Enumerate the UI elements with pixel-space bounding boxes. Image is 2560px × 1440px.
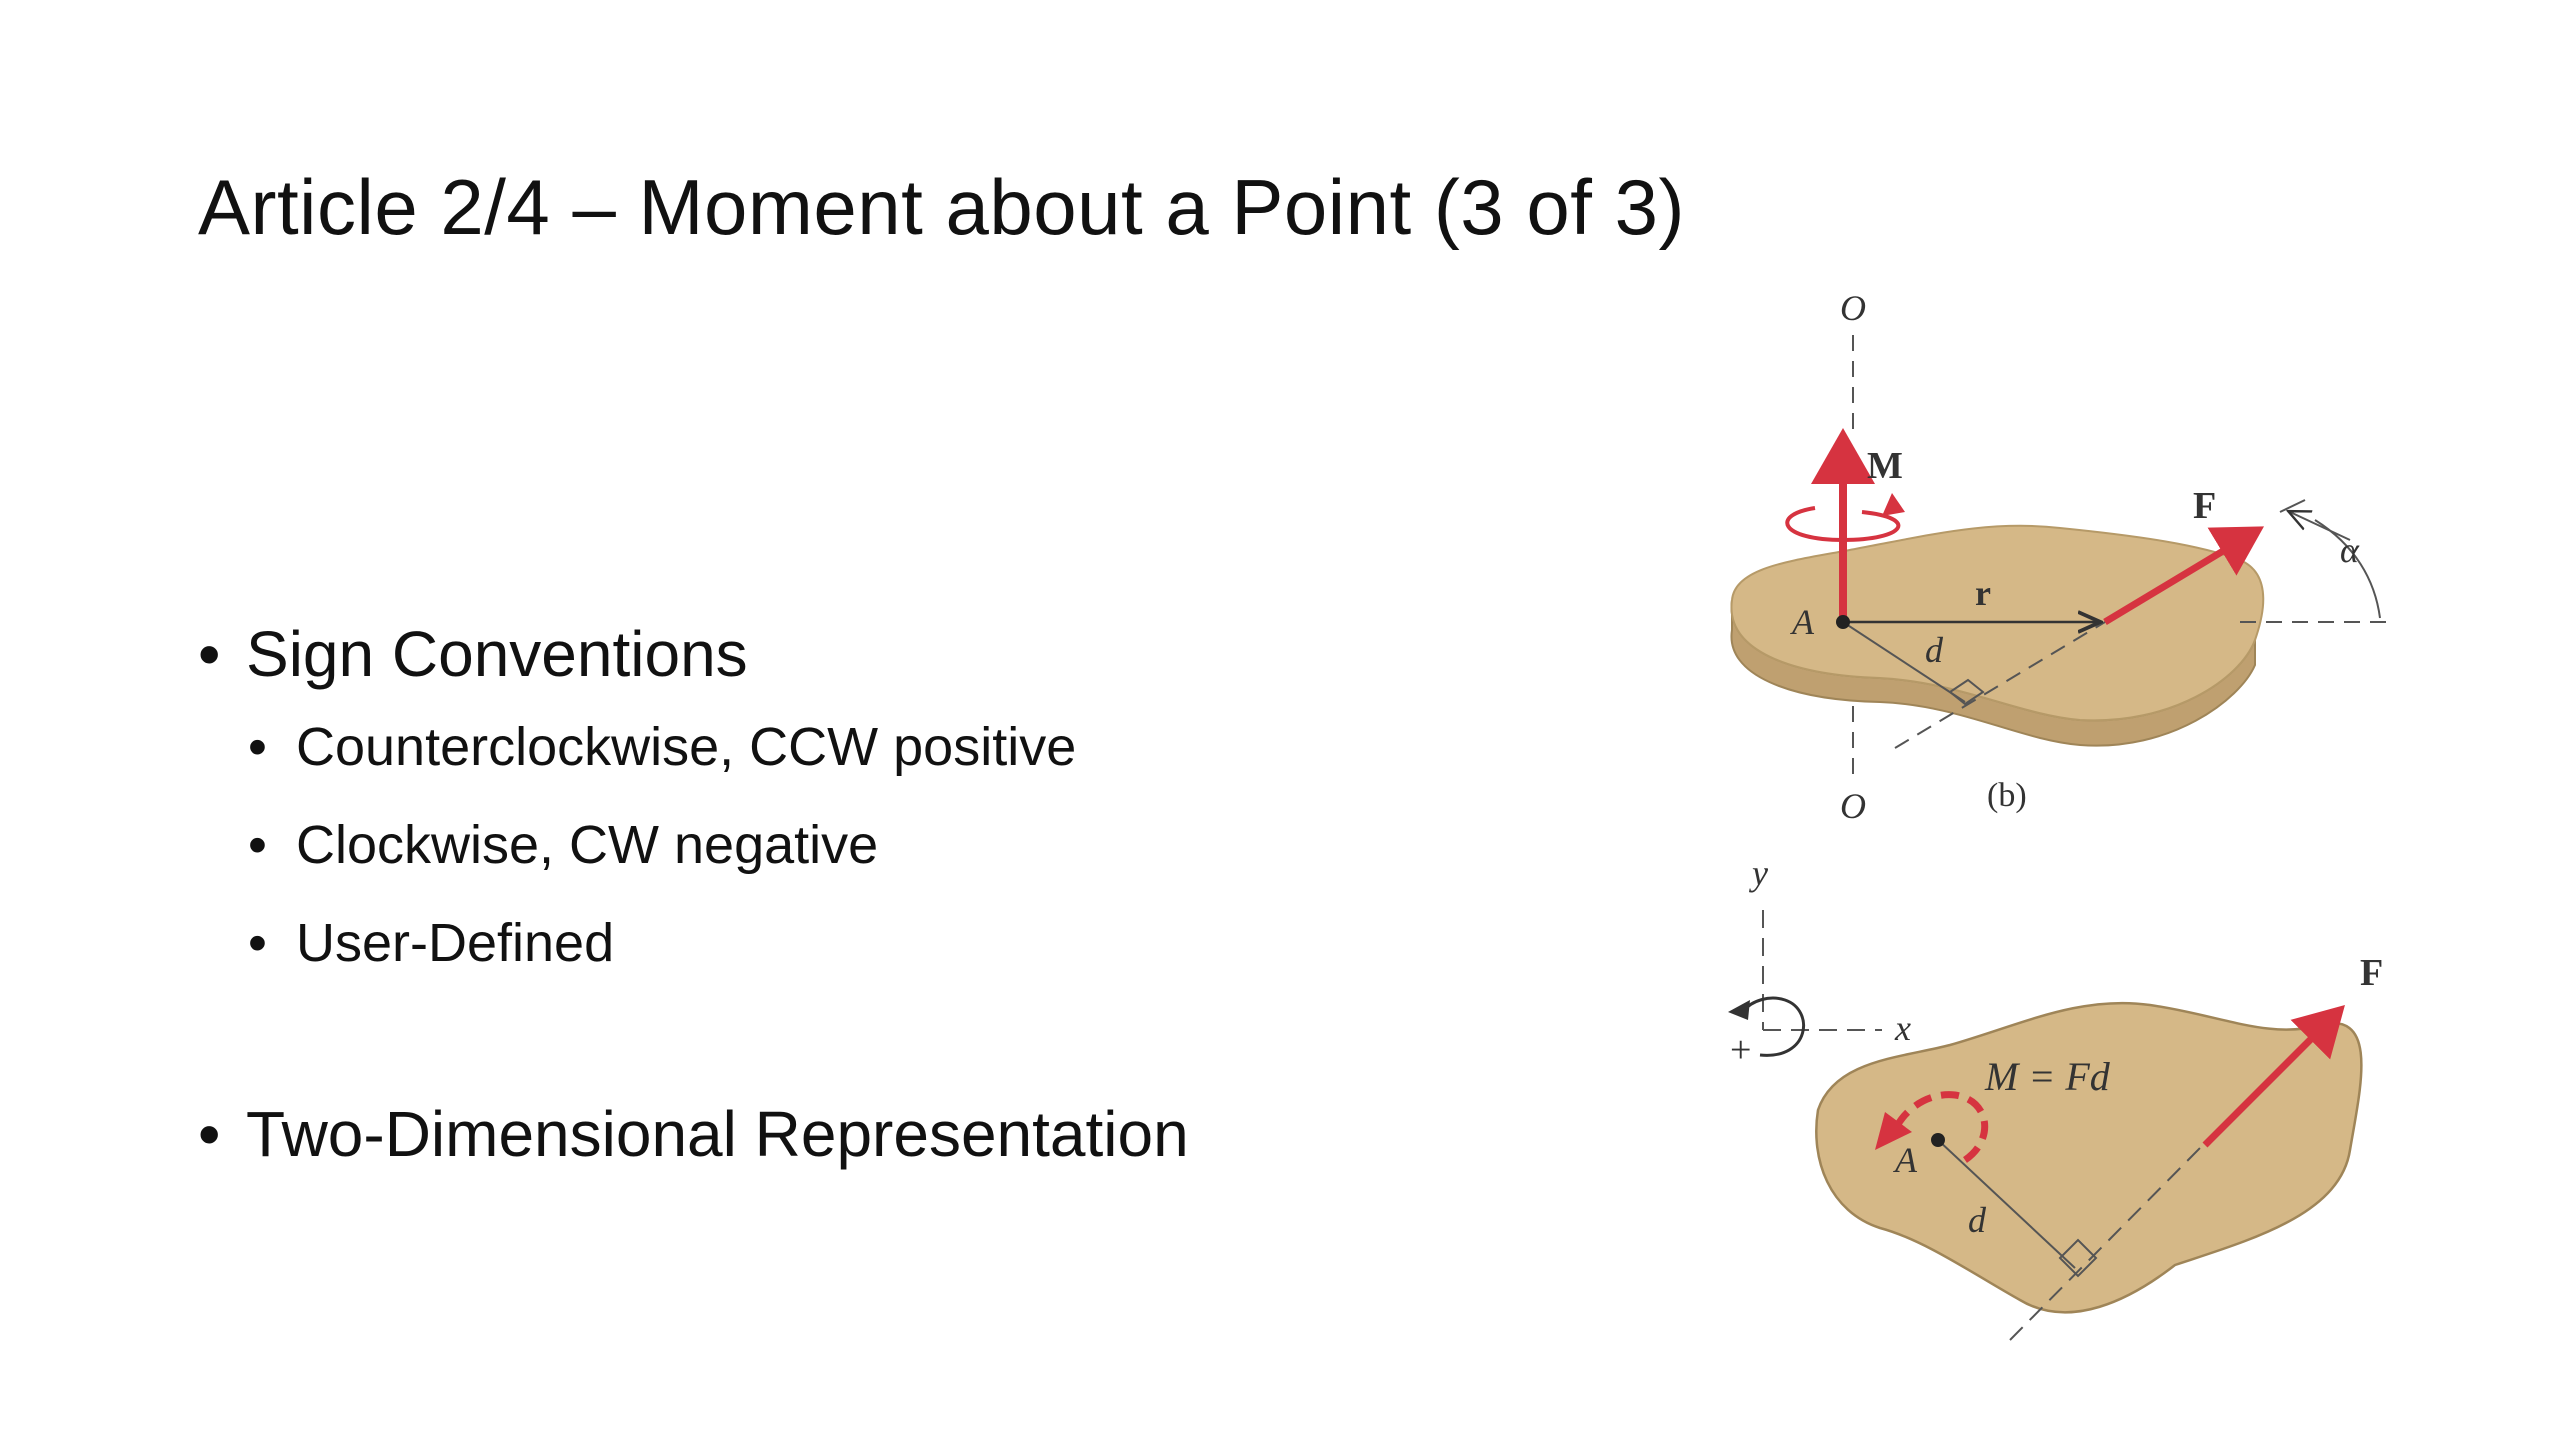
sub-bullet-text: Clockwise, CW negative (296, 815, 879, 875)
label-f-b: F (2193, 485, 2216, 527)
right-angle-2d (2058, 1238, 2098, 1278)
sub-bullet-container: Counterclockwise, CCW positive Clockwise… (198, 698, 1189, 992)
point-a-2d (1931, 1133, 1945, 1147)
body-b-top (1730, 524, 2265, 722)
right-angle-b (1948, 678, 1985, 706)
moment-curl (1785, 506, 1901, 543)
label-f-2d: F (2360, 952, 2383, 994)
alpha-tick (2279, 499, 2306, 513)
caption-b: (b) (1987, 777, 2027, 814)
sub-bullet-user-defined: User-Defined (248, 894, 1189, 992)
point-a-b (1836, 615, 1850, 629)
ccw-sign-arc (1740, 996, 1806, 1057)
label-alpha: α (2340, 530, 2360, 570)
figure-2d: y x + F M = Fd A d (1728, 853, 2383, 1341)
label-y: y (1749, 853, 1768, 893)
moment-curl-head (1882, 493, 1905, 516)
bullet-two-dimensional: Two-Dimensional Representation (198, 1090, 1189, 1178)
bullet-text: Sign Conventions (246, 618, 748, 690)
sub-bullet-text: Counterclockwise, CCW positive (296, 717, 1077, 777)
body-b-side (1730, 599, 2256, 747)
label-equation: M = Fd (1984, 1054, 2111, 1099)
bullet-text: Two-Dimensional Representation (246, 1098, 1189, 1170)
label-d-b: d (1925, 630, 1944, 670)
label-x: x (1894, 1008, 1911, 1048)
label-a-b: A (1790, 602, 1815, 642)
label-a-2d: A (1893, 1140, 1918, 1180)
bullet-sign-conventions: Sign Conventions (198, 610, 1189, 698)
label-d-2d: d (1968, 1200, 1987, 1240)
sub-bullet-text: User-Defined (296, 913, 615, 973)
label-o-top: O (1840, 288, 1866, 328)
ccw-sign-head (1728, 1000, 1750, 1020)
label-r: r (1975, 573, 1991, 613)
bullet-list: Sign Conventions Counterclockwise, CCW p… (198, 610, 1189, 1178)
bullet-gap (198, 992, 1189, 1090)
sub-bullet-ccw: Counterclockwise, CCW positive (248, 698, 1189, 796)
alpha-arc (2314, 519, 2381, 619)
label-m: M (1867, 445, 1903, 487)
d-line-b (1842, 621, 1966, 703)
force-vector-b (2103, 526, 2264, 625)
label-plus: + (1730, 1029, 1751, 1071)
line-of-action-b (1894, 621, 2106, 749)
alpha-arrow (2290, 512, 2351, 541)
moment-curl-2d (1891, 1091, 1989, 1163)
body-2d (1815, 1001, 2363, 1314)
force-vector-2d (2202, 1005, 2345, 1148)
figure-b: O O M F α A r d (b) (1730, 288, 2395, 826)
line-of-action-2d (2009, 1147, 2201, 1341)
slide-title: Article 2/4 – Moment about a Point (3 of… (198, 163, 1685, 251)
label-o-bottom: O (1840, 786, 1866, 826)
sub-bullet-cw: Clockwise, CW negative (248, 796, 1189, 894)
d-line-2d (1937, 1139, 2076, 1269)
sub-bullet-list: Counterclockwise, CCW positive Clockwise… (248, 698, 1189, 992)
moment-curl-2d-head (1875, 1112, 1912, 1150)
